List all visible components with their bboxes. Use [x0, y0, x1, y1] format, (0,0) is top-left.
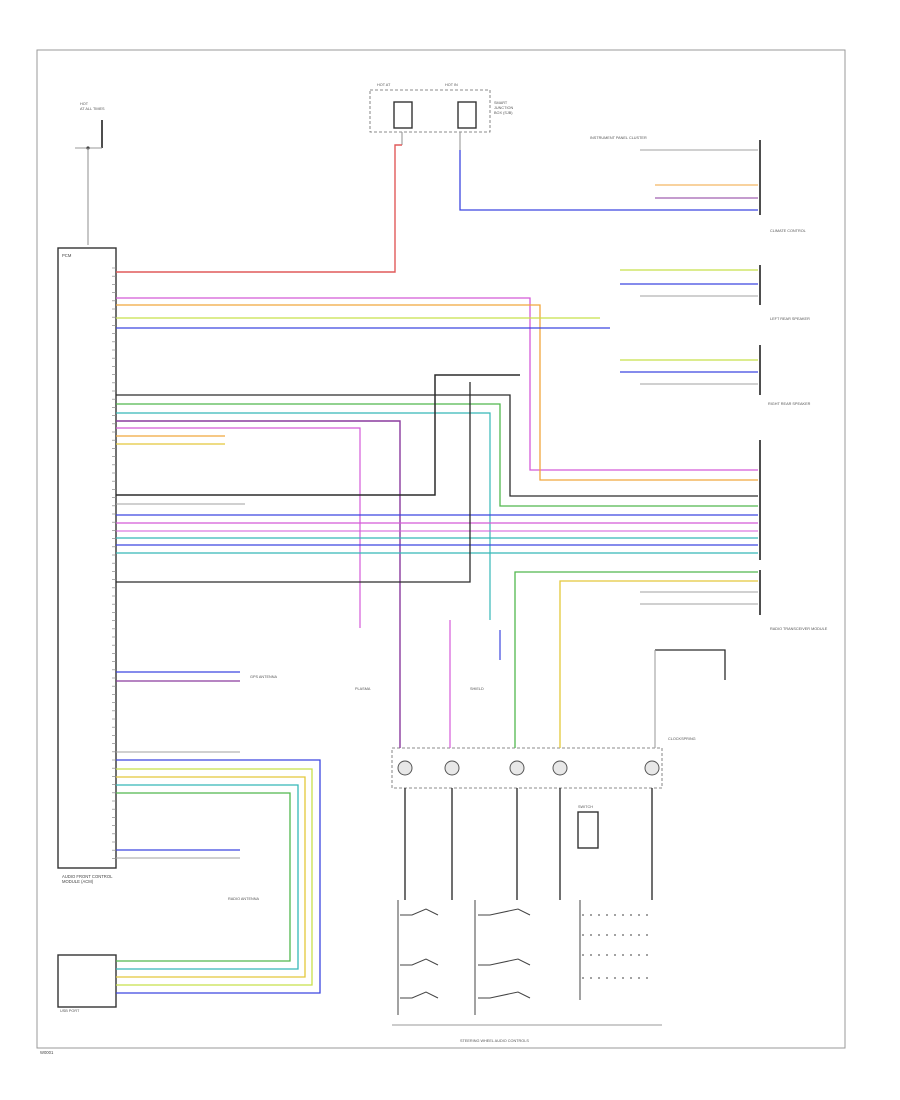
clockspring-label: CLOCKSPRING [668, 737, 696, 741]
connector-2 [444, 760, 460, 776]
radio-module-label: RADIO TRANSCEIVER MODULE [770, 627, 828, 631]
steering-wheel-controls: STEERING WHEEL AUDIO CONTROLS SWITCH [392, 805, 662, 1043]
svg-text:MODULE (ACM): MODULE (ACM) [62, 879, 94, 884]
wire-black-1 [116, 394, 758, 497]
steering-wheel-label: STEERING WHEEL AUDIO CONTROLS [460, 1039, 529, 1043]
svg-text:SMART: SMART [494, 101, 508, 105]
wire-usb-green [116, 768, 313, 986]
connector-1 [397, 760, 413, 776]
steering-switch [478, 958, 531, 966]
wire-black-2 [116, 374, 520, 496]
wire-magenta-1 [116, 297, 758, 471]
wire-purple-1 [116, 420, 401, 748]
wire-teal-1 [116, 412, 491, 620]
wire-green-2 [116, 403, 758, 507]
connector-5 [644, 760, 660, 776]
svg-text:HOT: HOT [80, 102, 89, 106]
svg-text:AT ALL TIMES: AT ALL TIMES [80, 107, 105, 111]
antenna-label: RADIO ANTENNA [228, 897, 259, 901]
wire-green-cs [514, 571, 758, 748]
fuse-box: HOT AT HOT IN SMART JUNCTION BOX (SJB) [369, 83, 513, 150]
right-module-3: RIGHT REAR SPEAKER [759, 345, 811, 406]
right-module-1: INSTRUMENT PANEL CLUSTER CLIMATE CONTROL [590, 136, 806, 233]
connector-4 [552, 760, 568, 776]
top-left-fuse: HOT AT ALL TIMES [75, 102, 105, 245]
steering-switch [400, 991, 439, 999]
svg-text:HOT IN: HOT IN [445, 83, 458, 87]
wire-usb-blue [116, 759, 321, 994]
usb-port: USB PORT [57, 954, 117, 1013]
steering-switch [400, 908, 439, 916]
wire-pink-1 [116, 427, 361, 628]
usb-label: USB PORT [60, 1009, 80, 1013]
module-label: PCM [62, 253, 72, 258]
right-module-5: RADIO TRANSCEIVER MODULE [759, 570, 828, 631]
audio-control-module: PCM AUDIO FRONT CONTROL MODULE (ACM) [57, 247, 117, 884]
svg-text:AUDIO FRONT CONTROL: AUDIO FRONT CONTROL [62, 874, 113, 879]
footer-code: W0001 [40, 1050, 54, 1055]
diagram-frame [36, 49, 846, 1049]
lr-speaker-label: LEFT REAR SPEAKER [770, 317, 810, 321]
icm-label: INSTRUMENT PANEL CLUSTER [590, 136, 647, 140]
svg-text:CLIMATE CONTROL: CLIMATE CONTROL [770, 229, 806, 233]
steering-switch [400, 958, 439, 966]
wire-usb-green2 [116, 792, 291, 962]
clockspring: CLOCKSPRING [391, 737, 696, 789]
connector-3 [509, 760, 525, 776]
wire-red-power [116, 144, 402, 273]
wire-blue-fuse [459, 150, 758, 211]
svg-text:HOT AT: HOT AT [377, 83, 391, 87]
steering-switches [397, 900, 650, 1015]
svg-text:SHIELD: SHIELD [470, 687, 484, 691]
rr-speaker-label: RIGHT REAR SPEAKER [768, 402, 811, 406]
svg-text:BOX (SJB): BOX (SJB) [494, 111, 513, 115]
wire-black-3 [116, 382, 471, 583]
wires [116, 144, 758, 994]
svg-text:JUNCTION: JUNCTION [494, 106, 513, 110]
module-pin-labels [112, 267, 116, 859]
gps-label: GPS ANTENNA [250, 675, 277, 679]
steering-switch [478, 991, 531, 999]
clockspring-connectors [397, 760, 660, 776]
wire-yellow-cs [559, 580, 758, 748]
steering-switch [478, 908, 531, 916]
svg-text:SWITCH: SWITCH [578, 805, 593, 809]
wire-usb-yellow [116, 776, 306, 978]
wire-orange-1 [116, 304, 758, 481]
right-module-2: LEFT REAR SPEAKER [759, 265, 810, 321]
wire-usb-teal [116, 784, 299, 970]
wire-black-cs [655, 649, 726, 680]
svg-text:PLASMA: PLASMA [355, 687, 371, 691]
